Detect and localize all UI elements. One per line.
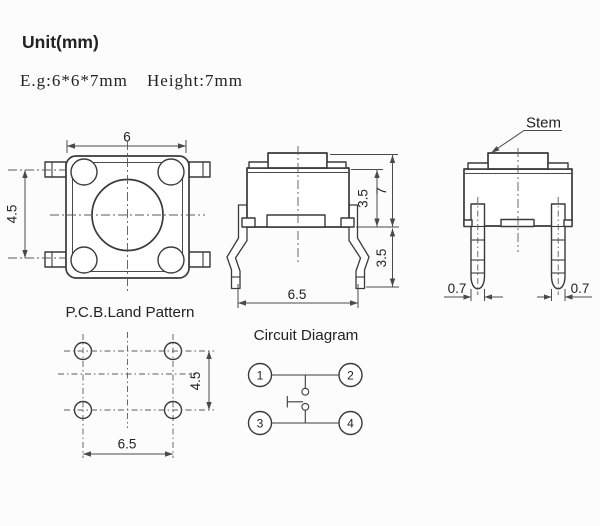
bottom-center-boss	[266, 214, 326, 228]
lead-bottom-right	[188, 251, 211, 268]
switch-contact-upper	[301, 387, 310, 396]
leader-line	[492, 130, 562, 152]
top-bump-left	[467, 162, 489, 170]
dim-label-6_5: 6.5	[288, 287, 307, 302]
corner-rivet	[70, 246, 98, 274]
dimension-total-height: 7	[374, 155, 396, 227]
leader-arrow	[491, 146, 500, 153]
dim-label-0_7-left: 0.7	[448, 281, 467, 296]
terminal-4-label: 4	[347, 417, 354, 431]
dimension-pin-width-right: 0.7	[537, 281, 592, 301]
lead-bottom-left	[44, 251, 67, 268]
dim-label-6_5: 6.5	[118, 437, 137, 452]
bottom-side-tab-right	[340, 217, 355, 228]
corner-rivet	[70, 158, 98, 186]
terminal-2-label: 2	[347, 369, 354, 383]
terminal-3	[247, 410, 273, 436]
dimension-body-height: 3.5	[356, 170, 380, 227]
bottom-side-tab-left	[463, 219, 473, 228]
top-bump-right	[326, 161, 347, 169]
height-note: Height:7mm	[147, 71, 243, 90]
dimension-pin-width-left: 0.7	[444, 281, 503, 301]
dim-label-4_5: 4.5	[188, 372, 203, 391]
pcb-land-pattern: P.C.B.Land Pattern 4.5 6.5	[58, 304, 214, 458]
terminal-2	[338, 362, 363, 388]
example-note: E.g:6*6*7mm	[20, 71, 128, 90]
terminal-1	[247, 362, 273, 388]
dimension-lead-span: 6.5	[237, 284, 359, 308]
pin-right	[550, 203, 566, 290]
lead-top-right	[188, 161, 211, 178]
stem-callout: Stem	[491, 115, 562, 153]
switch-contact-lower	[301, 402, 310, 411]
stem-label: Stem	[526, 115, 561, 132]
bottom-side-tab-right	[563, 219, 573, 228]
dimension-lead-length: 3.5	[374, 228, 396, 287]
header: Unit(mm) E.g:6*6*7mm Height:7mm	[20, 32, 243, 90]
dimension-pad-row-pitch: 4.5	[188, 351, 212, 410]
dimension-lead-row-pitch: 4.5	[5, 169, 66, 259]
dim-label-3_5-upper: 3.5	[356, 189, 371, 208]
top-bump-right	[547, 162, 569, 170]
terminal-1-label: 1	[257, 369, 264, 383]
pin-left	[470, 203, 486, 290]
dimension-pad-col-pitch: 6.5	[83, 437, 173, 457]
bottom-side-tab-left	[241, 217, 256, 228]
lead-top-left	[44, 161, 67, 178]
corner-rivet	[157, 158, 185, 186]
terminal-4	[338, 410, 363, 436]
front-view: Stem 0.7 0.7	[444, 115, 592, 301]
unit-label: Unit(mm)	[22, 32, 99, 52]
circuit-diagram-title: Circuit Diagram	[254, 327, 359, 344]
corner-rivet	[157, 246, 185, 274]
terminal-3-label: 3	[257, 417, 264, 431]
dimension-body-width: 6	[66, 130, 187, 153]
top-bump-left	[248, 161, 269, 169]
bottom-center-notch	[500, 218, 535, 228]
dim-label-6: 6	[123, 130, 131, 145]
circuit-diagram: Circuit Diagram 1 2 3 4	[247, 327, 363, 436]
pcb-land-pattern-title: P.C.B.Land Pattern	[66, 304, 195, 321]
dim-label-7: 7	[374, 187, 389, 195]
top-view: 6 4.5	[5, 130, 211, 293]
dim-label-4_5: 4.5	[5, 205, 20, 224]
side-view: 3.5 7 3.5 6.5	[226, 146, 399, 308]
dim-label-0_7-right: 0.7	[571, 281, 590, 296]
dim-label-3_5-lower: 3.5	[374, 249, 389, 268]
stem-outline	[267, 152, 328, 169]
